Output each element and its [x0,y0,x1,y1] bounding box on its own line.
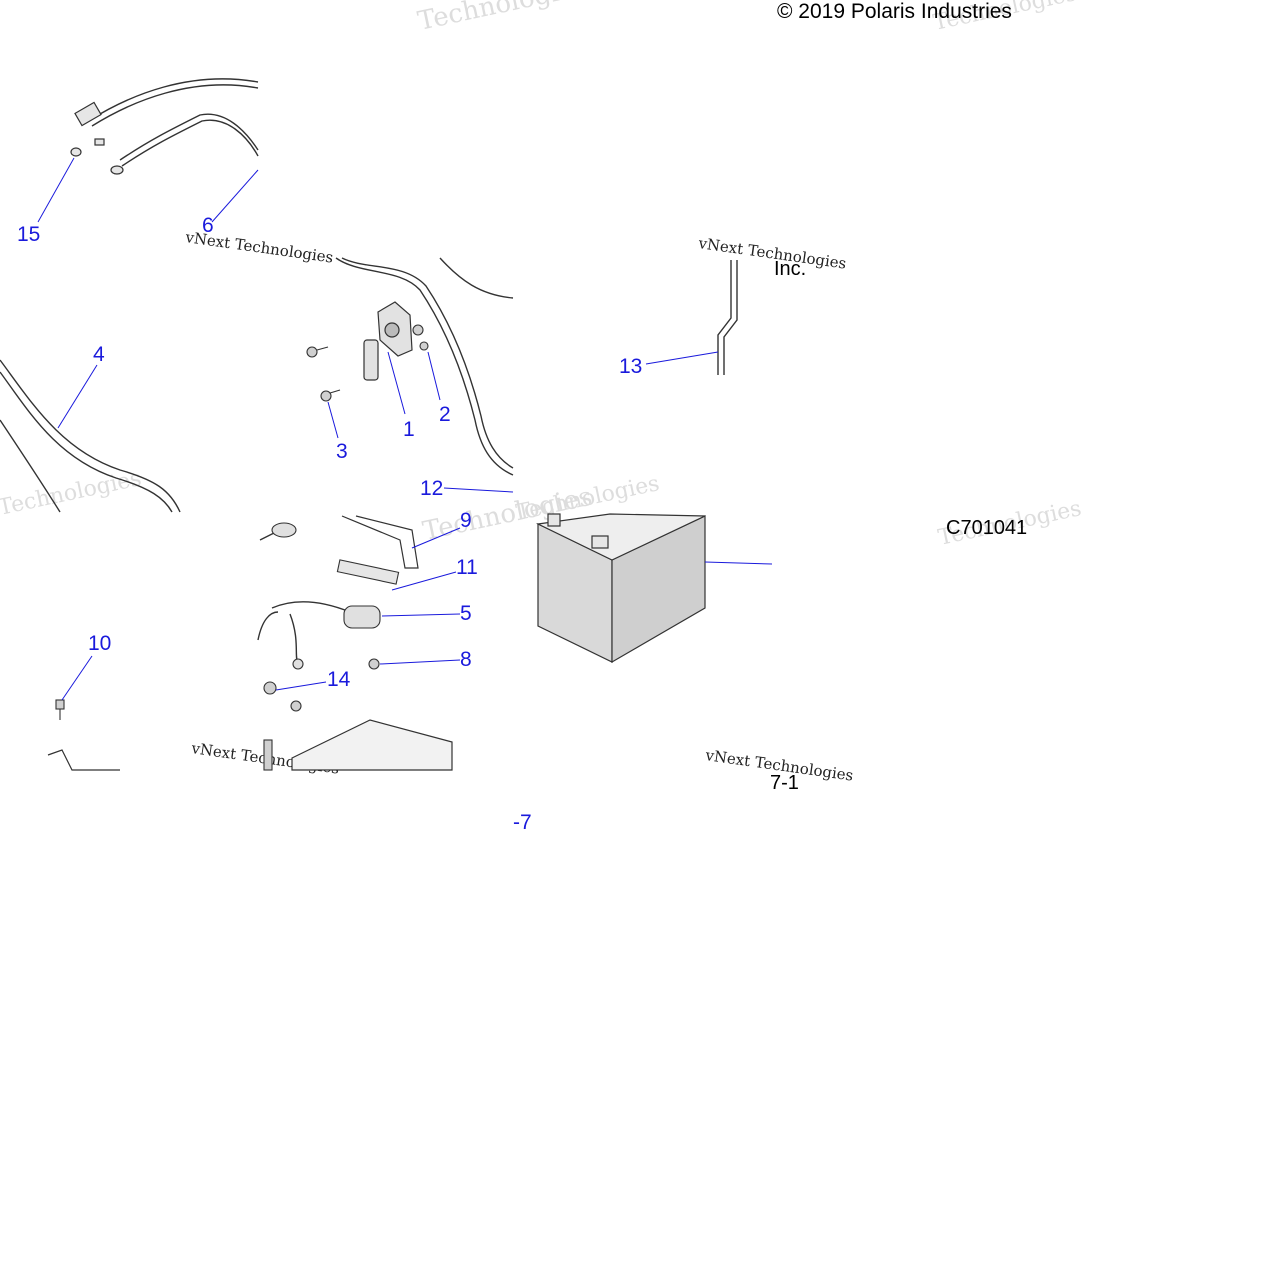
callout-15[interactable]: 15 [17,223,41,246]
company-fragment: Inc. [774,258,807,280]
watermark-layer: Technologies Technologies Technologies T… [0,0,1084,551]
bracket-9 [341,515,419,569]
bolts-center [306,324,429,402]
page-number-fragment: 7-1 [770,772,799,794]
callout-4[interactable]: 4 [93,343,105,366]
nuts-lower-center [263,658,380,771]
callout-12[interactable]: 12 [420,477,444,500]
bolt-10 [55,699,65,720]
leader-lines-center [327,351,514,493]
battery [535,513,706,664]
leader-line-4 [57,364,98,429]
cable-upper-left [89,78,259,167]
callout-1[interactable]: 1 [403,418,415,441]
cable-5-terminals [271,522,381,670]
callout-10[interactable]: 10 [88,632,112,655]
callout-8[interactable]: 8 [460,648,472,671]
watermark-text: Technologies [0,466,144,521]
callout-7[interactable]: -7 [513,811,532,834]
callout-13[interactable]: 13 [619,355,643,378]
leader-line-10 [61,655,93,701]
callout-6[interactable]: 6 [202,214,214,237]
callout-5[interactable]: 5 [460,602,472,625]
bracket-lower-left [47,749,120,771]
cable-4 [0,359,181,513]
watermark-text: Technologies [415,0,590,37]
callout-14[interactable]: 14 [327,668,351,691]
cable-5 [257,529,351,665]
callout-3[interactable]: 3 [336,440,348,463]
harness-center [335,257,514,476]
callout-11[interactable]: 11 [456,556,478,579]
rod-13 [717,260,738,375]
battery-tray-partial [291,719,453,771]
leader-lines-lower-center [275,527,461,691]
leader-line-battery [704,561,773,565]
reference-code: C701041 [946,517,1028,539]
watermark-text: vNext Technologies [696,234,847,273]
leader-line-13 [645,351,719,365]
leader-lines-blue [37,157,259,223]
relay-assembly [363,301,413,381]
pad-11 [336,559,400,585]
cable-terminal-parts [70,101,124,175]
copyright-notice: © 2019 Polaris Industries [777,0,1012,23]
callout-2[interactable]: 2 [439,403,451,426]
callout-9[interactable]: 9 [460,509,472,532]
